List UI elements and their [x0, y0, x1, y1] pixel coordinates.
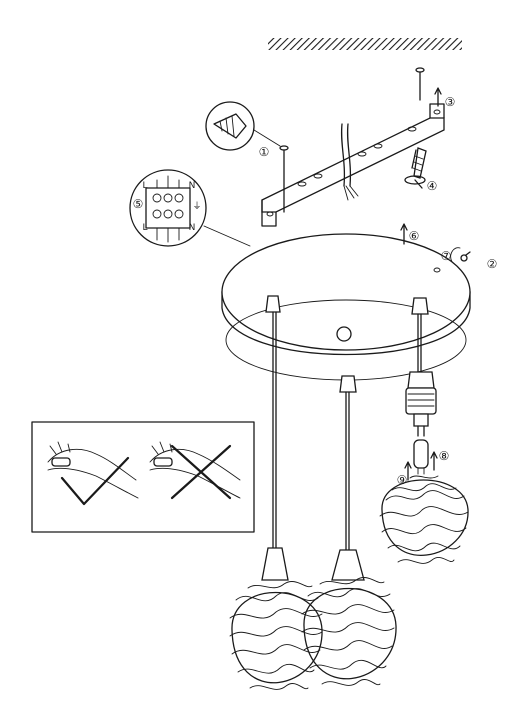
ceiling-canopy [221, 223, 471, 381]
mounting-bracket [261, 103, 445, 227]
pendant-right [411, 297, 429, 373]
step-label-5: ⑤ [133, 197, 144, 211]
ceiling-hatch [268, 38, 462, 50]
terminal-neutral-top: N [189, 181, 196, 191]
ground-icon: ⏚ [192, 201, 201, 212]
terminal-live-bottom: L [142, 223, 147, 233]
screw-anchor [404, 147, 427, 189]
bulb-handling-warning [31, 421, 255, 533]
step-label-3: ③ [445, 95, 456, 109]
check-mark-icon [60, 456, 130, 506]
wire-shade-left [229, 581, 323, 690]
wire-shade-middle [301, 577, 397, 686]
step-label-8: ⑧ [439, 449, 450, 463]
bulb-holder [405, 371, 437, 437]
side-screw [450, 247, 471, 263]
pendant-left [261, 295, 289, 581]
wall-plug-detail [205, 101, 289, 213]
wire-shade-right [379, 475, 469, 564]
terminal-neutral-bottom: N [189, 223, 196, 233]
step-label-4: ④ [427, 179, 438, 193]
cross-mark-icon [170, 444, 232, 500]
pendant-middle [331, 375, 365, 581]
step-label-1: ① [259, 145, 270, 159]
terminal-block-detail [129, 169, 251, 247]
ceiling-screw [415, 67, 442, 107]
step-label-9: ⑨ [397, 473, 408, 487]
terminal-live-top: L [142, 181, 147, 191]
step-label-6: ⑥ [409, 229, 420, 243]
g9-bulb [404, 439, 438, 481]
power-cable [340, 123, 359, 201]
step-label-7: ⑦ [441, 249, 452, 263]
step-label-2: ② [487, 257, 498, 271]
